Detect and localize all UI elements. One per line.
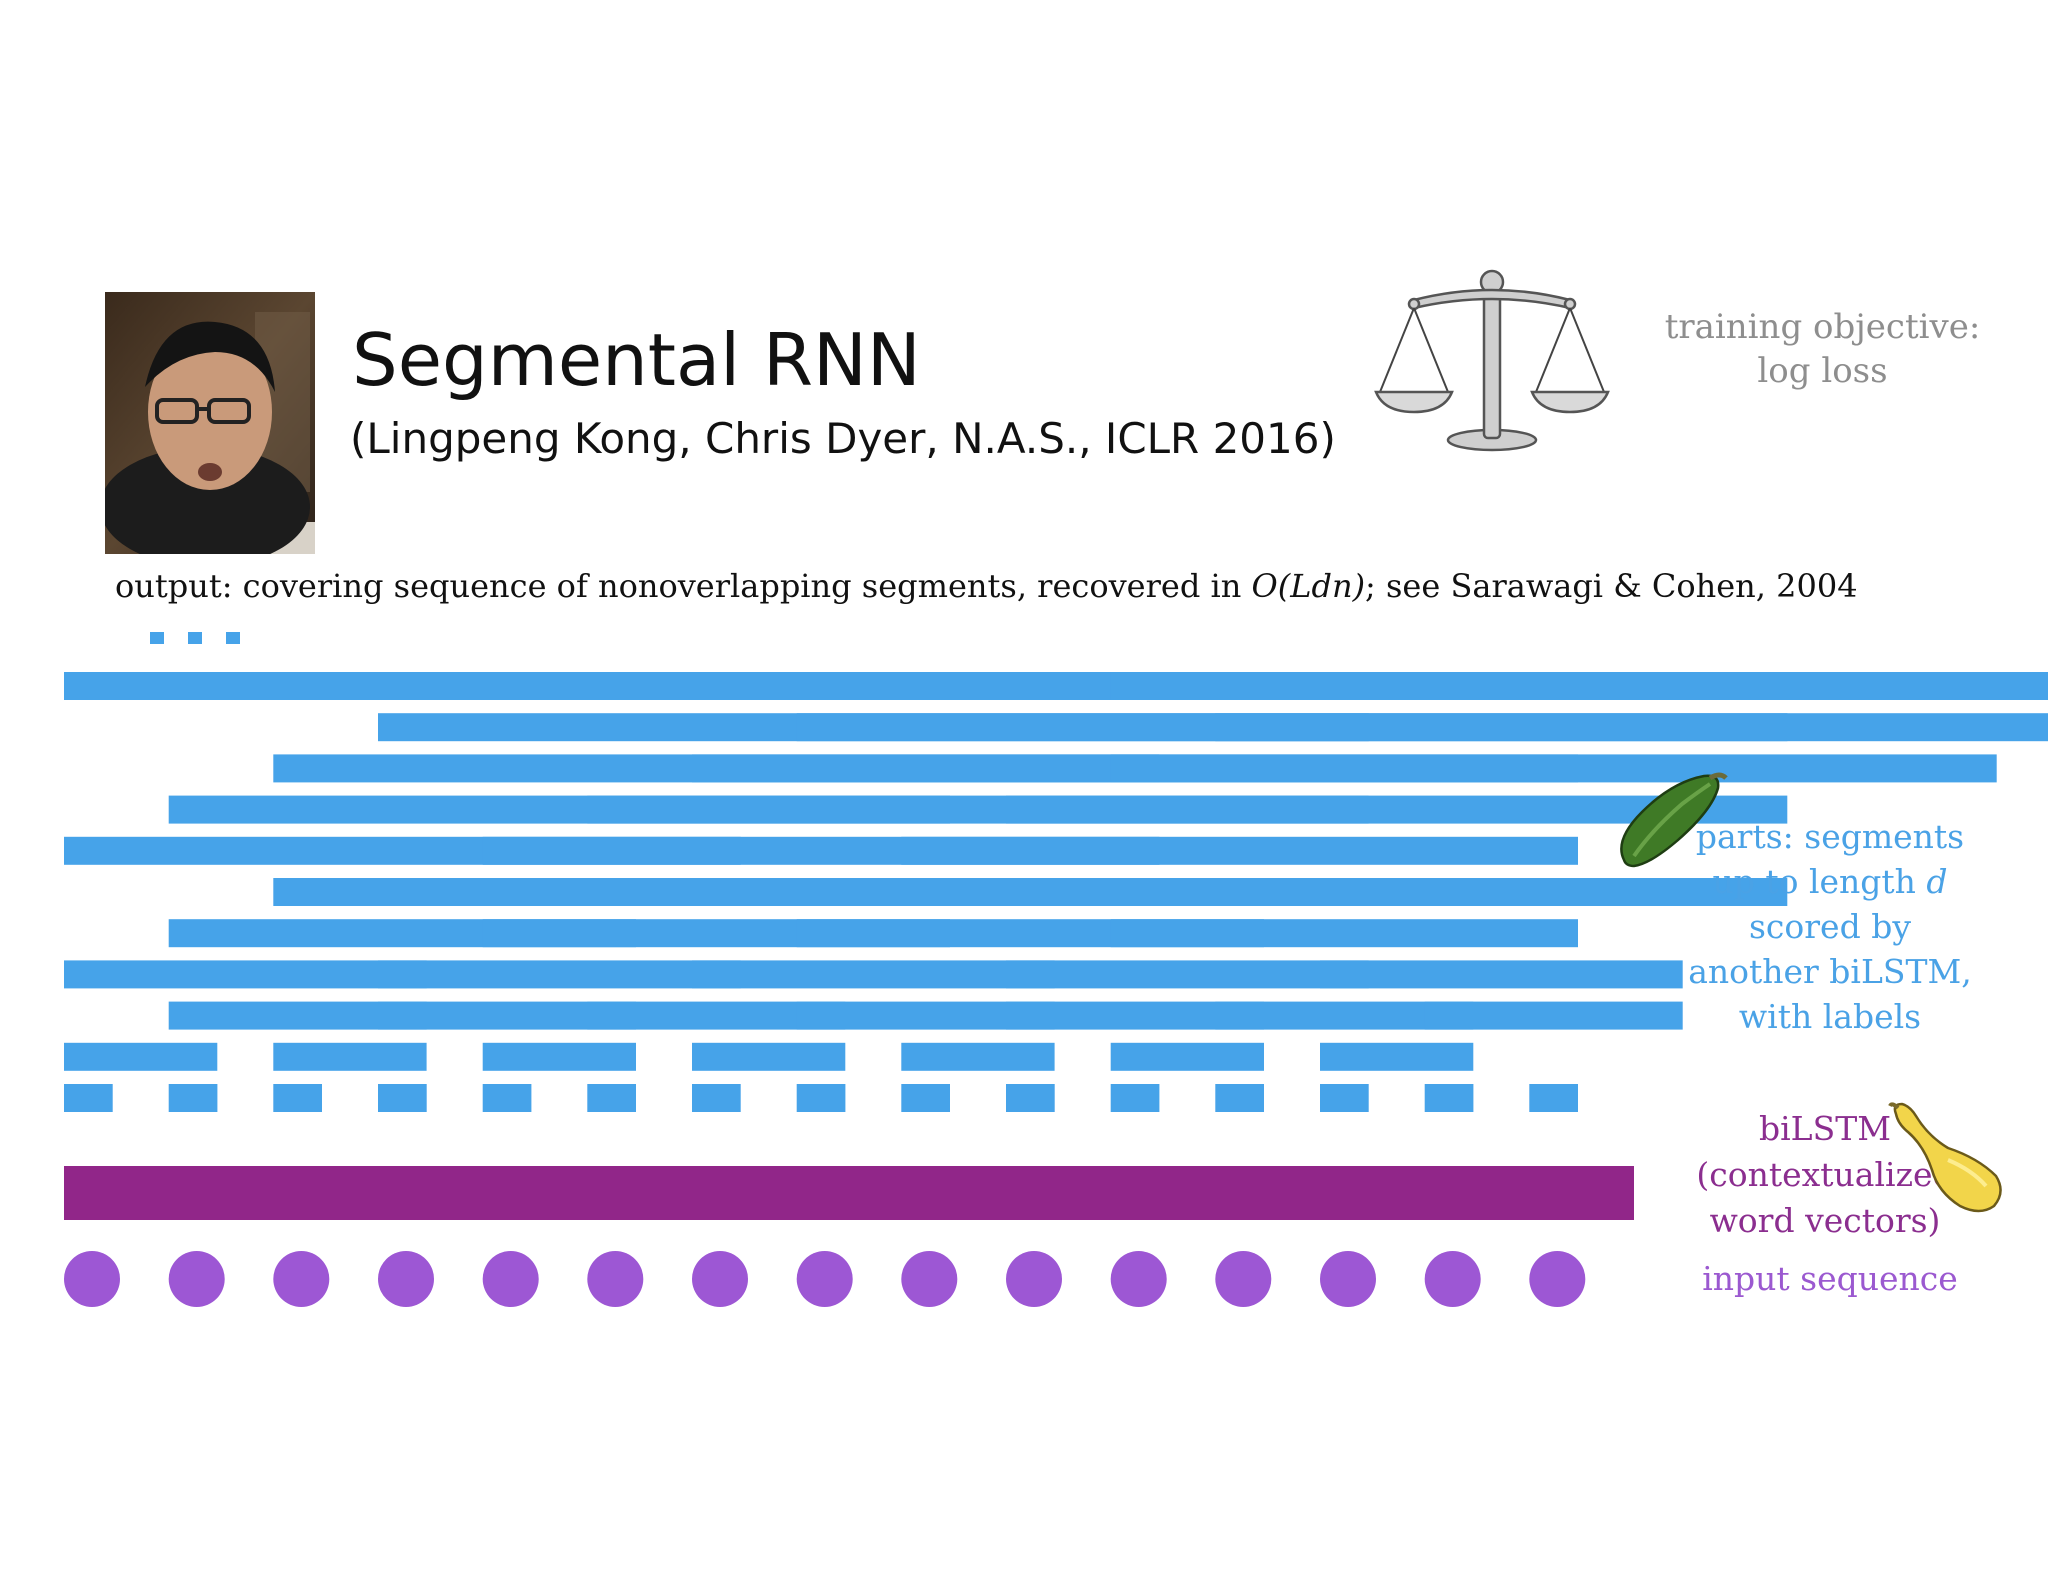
bilstm-label: biLSTM (contextualized word vectors) [1680, 1106, 1970, 1244]
input-token [796, 1251, 853, 1307]
input-token [1110, 1251, 1167, 1307]
segment-bar [378, 960, 741, 989]
parts-line4: another biLSTM, [1688, 952, 1972, 991]
bilstm-bar [64, 1166, 1634, 1220]
input-token [901, 1251, 958, 1307]
input-token [1529, 1251, 1586, 1307]
yellow-squash-icon [1888, 1102, 2002, 1213]
segment-bar [692, 1084, 741, 1112]
segment-bar [1424, 1084, 1474, 1112]
input-sequence-label: input sequence [1702, 1259, 1958, 1298]
segment-bar [1215, 1084, 1264, 1112]
segment-bar [796, 1084, 846, 1112]
output-description: output: covering sequence of nonoverlapp… [115, 570, 1858, 602]
segment-bar [64, 1084, 113, 1112]
complexity-notation: O(Ldn) [1251, 567, 1366, 605]
parts-line5: with labels [1738, 997, 1922, 1036]
segment-bar [482, 1042, 636, 1071]
output-text-after: ; see Sarawagi & Cohen, 2004 [1365, 567, 1858, 605]
balance-scale-icon [1374, 269, 1610, 452]
slide-title: Segmental RNN [352, 318, 921, 402]
segment-bar [1110, 1084, 1160, 1112]
input-token [378, 1251, 434, 1307]
segment-bar [1529, 1084, 1578, 1112]
parts-line2: up to length d [1665, 859, 1995, 904]
input-token [1215, 1251, 1272, 1307]
input-token [692, 1251, 748, 1307]
segment-bar [273, 1084, 322, 1112]
segment-bar [168, 1084, 218, 1112]
segment-bar [1320, 1042, 1474, 1071]
segment-bar [273, 1042, 427, 1071]
segment-bar [1006, 960, 1369, 989]
segment-bar [587, 1084, 636, 1112]
input-token [1006, 1251, 1062, 1307]
input-token [273, 1251, 330, 1307]
parts-line1: parts: segments [1695, 817, 1965, 856]
segment-bar [64, 1042, 218, 1071]
ellipsis-dot [188, 632, 202, 644]
segment-bar [1006, 1084, 1055, 1112]
segment-bar [1320, 960, 1683, 989]
parts-label: parts: segments up to length d scored by… [1665, 814, 1995, 1039]
segment-bar [482, 1084, 532, 1112]
author-photo [105, 292, 315, 554]
parts-line2-text: up to length [1712, 862, 1916, 901]
segment-bar [901, 1042, 1055, 1071]
output-text-before: output: covering sequence of nonoverlapp… [115, 567, 1252, 605]
input-token [1320, 1251, 1376, 1307]
segment-bar [1215, 713, 2048, 742]
training-objective-line1: training objective: [1664, 307, 1981, 347]
segment-bar [1110, 672, 2048, 700]
input-token [64, 1251, 120, 1307]
segment-bar [901, 836, 1578, 865]
training-objective-line2: log loss [1757, 351, 1888, 391]
segment-bar [1110, 919, 1578, 948]
segment-lattice-diagram [64, 632, 2048, 1307]
input-token [1424, 1251, 1481, 1307]
bilstm-line3: word vectors) [1709, 1201, 1941, 1240]
parts-line3: scored by [1749, 907, 1911, 946]
ellipsis-dot [226, 632, 240, 644]
parts-variable-d: d [1926, 862, 1948, 901]
bilstm-line2: (contextualized [1696, 1155, 1954, 1194]
citation: (Lingpeng Kong, Chris Dyer, N.A.S., ICLR… [350, 414, 1336, 463]
input-token [587, 1251, 644, 1307]
training-objective: training objective: log loss [1630, 305, 2015, 393]
segment-bar [1110, 754, 1997, 783]
segment-bar [692, 960, 1055, 989]
segment-bar [901, 1084, 950, 1112]
ellipsis-dot [150, 632, 164, 644]
segment-bar [1424, 1001, 1683, 1030]
input-token [482, 1251, 539, 1307]
input-token [168, 1251, 225, 1307]
bilstm-line1: biLSTM [1759, 1109, 1891, 1148]
segment-bar [1110, 1042, 1264, 1071]
segment-bar [64, 960, 427, 989]
segment-bar [378, 1084, 427, 1112]
segment-bar [1215, 878, 1788, 906]
zucchini-icon [1620, 772, 1728, 868]
segment-bar [1320, 1084, 1369, 1112]
segment-bar [692, 1042, 846, 1071]
